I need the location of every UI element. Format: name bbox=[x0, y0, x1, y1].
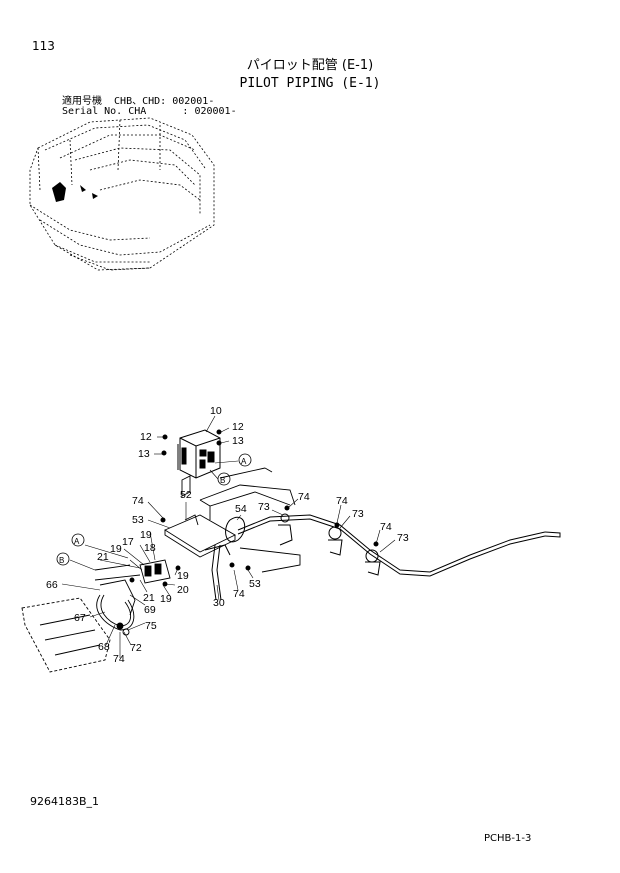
callout-13: 13 bbox=[232, 435, 244, 447]
callout-30: 30 bbox=[213, 597, 225, 609]
page-title-japanese: パイロット配管 (E-1) bbox=[246, 58, 374, 73]
callout-18: 18 bbox=[144, 542, 156, 554]
callout-66: 66 bbox=[46, 579, 58, 591]
reference-circles bbox=[56, 453, 252, 566]
callout-74: 74 bbox=[132, 495, 144, 507]
callout-74: 74 bbox=[336, 495, 348, 507]
callout-74: 74 bbox=[298, 491, 310, 503]
mounting-plate bbox=[164, 467, 301, 573]
callout-10: 10 bbox=[210, 405, 222, 417]
excavator-outline bbox=[29, 117, 215, 271]
callout-12: 12 bbox=[140, 431, 152, 443]
callout-ref-b: B bbox=[220, 476, 225, 485]
callout-52: 52 bbox=[180, 489, 192, 501]
callout-69: 69 bbox=[144, 604, 156, 616]
pilot-valve-assembly bbox=[161, 429, 222, 479]
callout-21: 21 bbox=[97, 551, 109, 563]
hose-clamps bbox=[160, 505, 381, 576]
callout-13: 13 bbox=[138, 448, 150, 460]
drawing-code: 9264183B_1 bbox=[30, 795, 100, 808]
callout-72: 72 bbox=[130, 642, 142, 654]
callout-19: 19 bbox=[110, 543, 122, 555]
callout-ref-a: A bbox=[241, 457, 247, 466]
callout-73: 73 bbox=[397, 532, 409, 544]
callout-53: 53 bbox=[132, 514, 144, 526]
callout-75: 75 bbox=[145, 620, 157, 632]
callout-19: 19 bbox=[140, 529, 152, 541]
page-number: 113 bbox=[32, 39, 55, 53]
callout-67: 67 bbox=[74, 612, 86, 624]
serial-applicability-line-2: Serial No. CHA : 020001- bbox=[62, 106, 237, 117]
floor-plate bbox=[21, 594, 135, 673]
excavator-highlight-parts bbox=[52, 182, 98, 202]
callout-54: 54 bbox=[235, 503, 247, 515]
callout-labels: 10 12 12 13 13 A B 52 74 53 54 73 74 74 … bbox=[46, 405, 409, 665]
callout-73: 73 bbox=[258, 501, 270, 513]
page-title-english: PILOT PIPING (E-1) bbox=[239, 76, 381, 91]
switch-assembly bbox=[94, 559, 181, 616]
callout-21: 21 bbox=[143, 592, 155, 604]
callout-74: 74 bbox=[380, 521, 392, 533]
callout-74: 74 bbox=[113, 653, 125, 665]
callout-20: 20 bbox=[177, 584, 189, 596]
leader-lines bbox=[61, 415, 396, 658]
callout-53: 53 bbox=[249, 578, 261, 590]
callout-19: 19 bbox=[160, 593, 172, 605]
serial-applicability-line-1: 適用号機 CHB、CHD: 002001- bbox=[62, 96, 215, 107]
callout-73: 73 bbox=[352, 508, 364, 520]
pilot-hoses bbox=[204, 514, 561, 601]
callout-68: 68 bbox=[98, 641, 110, 653]
callout-ref-a: A bbox=[74, 537, 80, 546]
callout-12: 12 bbox=[232, 421, 244, 433]
callout-17: 17 bbox=[122, 536, 134, 548]
callout-19: 19 bbox=[177, 570, 189, 582]
callout-ref-b: B bbox=[59, 556, 64, 565]
callout-74: 74 bbox=[233, 588, 245, 600]
sheet-code: PCHB-1-3 bbox=[484, 833, 532, 844]
